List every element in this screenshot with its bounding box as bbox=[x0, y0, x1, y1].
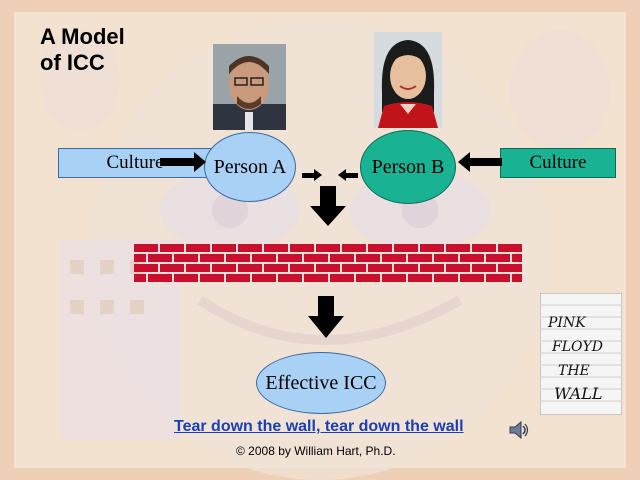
brick bbox=[226, 274, 250, 282]
small-arrow-right-icon bbox=[302, 169, 322, 181]
brick bbox=[200, 254, 224, 262]
brick bbox=[382, 274, 406, 282]
svg-text:FLOYD: FLOYD bbox=[551, 339, 603, 355]
brick bbox=[460, 274, 484, 282]
brick bbox=[498, 264, 522, 272]
brick bbox=[486, 254, 510, 262]
svg-text:PINK: PINK bbox=[547, 315, 587, 331]
brick bbox=[460, 254, 484, 262]
brick bbox=[446, 244, 470, 252]
arrow-down-icon bbox=[308, 296, 344, 338]
person-b-ellipse: Person B bbox=[360, 130, 456, 204]
brick-wall bbox=[134, 244, 522, 282]
brick bbox=[368, 264, 392, 272]
brick bbox=[420, 244, 444, 252]
brick bbox=[238, 244, 262, 252]
brick bbox=[330, 254, 354, 262]
brick bbox=[316, 264, 340, 272]
brick bbox=[148, 254, 172, 262]
brick bbox=[342, 244, 366, 252]
brick bbox=[134, 254, 146, 262]
brick bbox=[382, 254, 406, 262]
brick bbox=[316, 244, 340, 252]
brick bbox=[408, 274, 432, 282]
brick bbox=[252, 254, 276, 262]
person-a-photo bbox=[213, 44, 286, 130]
brick bbox=[264, 264, 288, 272]
brick bbox=[186, 264, 210, 272]
slide-title: A Model of ICC bbox=[40, 24, 125, 75]
arrow-left-icon bbox=[458, 152, 502, 172]
pink-floyd-album-cover: PINK FLOYD THE WALL bbox=[540, 293, 622, 415]
brick bbox=[304, 254, 328, 262]
brick bbox=[512, 274, 522, 282]
brick bbox=[278, 274, 302, 282]
brick bbox=[134, 274, 146, 282]
person-b-photo bbox=[374, 32, 442, 128]
culture-right-box: Culture bbox=[500, 148, 616, 178]
brick bbox=[134, 264, 158, 272]
brick bbox=[252, 274, 276, 282]
copyright-text: © 2008 by William Hart, Ph.D. bbox=[236, 444, 396, 458]
svg-text:WALL: WALL bbox=[554, 384, 602, 403]
brick bbox=[264, 244, 288, 252]
brick bbox=[174, 254, 198, 262]
song-link[interactable]: Tear down the wall, tear down the wall bbox=[174, 418, 464, 435]
brick bbox=[356, 274, 380, 282]
brick bbox=[394, 244, 418, 252]
brick bbox=[212, 244, 236, 252]
svg-text:THE: THE bbox=[558, 363, 590, 379]
brick bbox=[330, 274, 354, 282]
brick bbox=[368, 244, 392, 252]
brick bbox=[226, 254, 250, 262]
brick bbox=[290, 264, 314, 272]
brick bbox=[472, 244, 496, 252]
brick bbox=[486, 274, 510, 282]
brick bbox=[342, 264, 366, 272]
brick bbox=[212, 264, 236, 272]
person-a-ellipse: Person A bbox=[204, 132, 296, 202]
speaker-icon[interactable] bbox=[508, 420, 530, 440]
brick bbox=[512, 254, 522, 262]
brick bbox=[174, 274, 198, 282]
brick bbox=[186, 244, 210, 252]
brick bbox=[408, 254, 432, 262]
brick bbox=[434, 254, 458, 262]
arrow-right-icon bbox=[160, 152, 206, 172]
brick bbox=[356, 254, 380, 262]
brick bbox=[200, 274, 224, 282]
brick bbox=[238, 264, 262, 272]
brick bbox=[446, 264, 470, 272]
brick bbox=[472, 264, 496, 272]
small-arrow-left-icon bbox=[338, 169, 358, 181]
brick bbox=[278, 254, 302, 262]
effective-icc-ellipse: Effective ICC bbox=[256, 352, 386, 414]
brick bbox=[304, 274, 328, 282]
brick bbox=[134, 244, 158, 252]
brick bbox=[148, 274, 172, 282]
brick bbox=[498, 244, 522, 252]
brick bbox=[434, 274, 458, 282]
brick bbox=[290, 244, 314, 252]
arrow-down-icon bbox=[310, 186, 346, 226]
brick bbox=[160, 244, 184, 252]
brick bbox=[420, 264, 444, 272]
brick bbox=[160, 264, 184, 272]
brick bbox=[394, 264, 418, 272]
